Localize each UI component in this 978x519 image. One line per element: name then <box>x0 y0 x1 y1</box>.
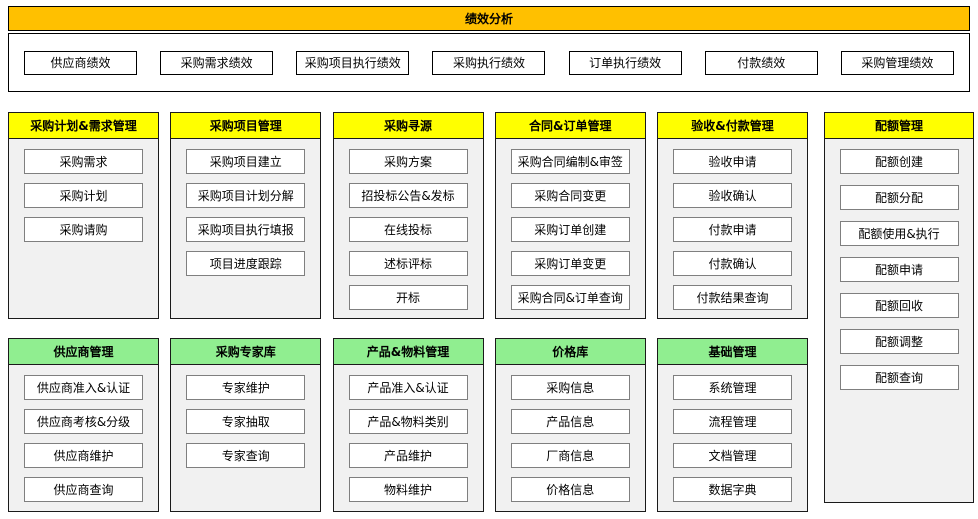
module-item-box: 物料维护 <box>348 477 468 502</box>
panel-body: 采购需求 采购计划 采购请购 <box>9 139 158 318</box>
middle-panels-row: 采购计划&需求管理 采购需求 采购计划 采购请购 采购项目管理 采购 <box>8 112 808 319</box>
panel-body: 供应商准入&认证 供应商考核&分级 供应商维护 供应商查询 <box>9 365 158 511</box>
module-item-box: 采购订单变更 <box>510 251 630 276</box>
module-item-box: 付款结果查询 <box>673 285 792 310</box>
module-item-box: 采购合同变更 <box>510 183 630 208</box>
panel-header: 基础管理 <box>658 339 807 365</box>
performance-modules-container: 供应商绩效 采购需求绩效 采购项目执行绩效 采购执行绩效 订单执行绩效 付款绩效… <box>8 33 970 92</box>
module-item-box: 数据字典 <box>673 477 792 502</box>
module-item-box: 项目进度跟踪 <box>186 251 306 276</box>
module-item-box: 配额使用&执行 <box>839 221 959 246</box>
panel-body: 系统管理 流程管理 文档管理 数据字典 <box>658 365 807 511</box>
module-item-box: 配额申请 <box>839 257 959 282</box>
module-item-box: 配额创建 <box>839 149 959 174</box>
module-panel: 采购计划&需求管理 采购需求 采购计划 采购请购 <box>8 112 159 319</box>
module-item-box: 供应商维护 <box>24 443 143 468</box>
module-panel: 采购专家库 专家维护 专家抽取 专家查询 <box>170 338 322 512</box>
module-item-box: 供应商考核&分级 <box>24 409 143 434</box>
panel-header: 采购专家库 <box>171 339 321 365</box>
module-item-box: 采购项目计划分解 <box>186 183 306 208</box>
module-panel: 产品&物料管理 产品准入&认证 产品&物料类别 产品维护 物料维护 <box>332 338 484 512</box>
module-panel: 采购项目管理 采购项目建立 采购项目计划分解 采购项目执行填报 项目进度跟踪 <box>170 112 322 319</box>
module-item-box: 配额分配 <box>839 185 959 210</box>
panel-body: 采购方案 招投标公告&发标 在线投标 述标评标 开标 <box>334 139 483 318</box>
quota-management-panel: 配额管理 配额创建 配额分配 配额使用&执行 配额申请 配额回收 配额调整 配额… <box>824 112 974 503</box>
module-item-box: 专家维护 <box>186 375 306 400</box>
module-panel: 价格库 采购信息 产品信息 厂商信息 价格信息 <box>494 338 646 512</box>
module-item-box: 付款确认 <box>673 251 792 276</box>
panel-header: 采购寻源 <box>333 113 483 139</box>
module-item-box: 配额回收 <box>839 293 959 318</box>
module-panel: 合同&订单管理 采购合同编制&审签 采购合同变更 采购订单创建 采购订单变更 采… <box>494 112 646 319</box>
panel-body: 产品准入&认证 产品&物料类别 产品维护 物料维护 <box>334 365 483 511</box>
module-item-box: 在线投标 <box>348 217 468 242</box>
module-panel: 供应商管理 供应商准入&认证 供应商考核&分级 供应商维护 供应商查询 <box>8 338 159 512</box>
performance-module-box: 付款绩效 <box>704 50 818 75</box>
performance-module-box: 订单执行绩效 <box>568 50 682 75</box>
module-item-box: 产品&物料类别 <box>348 409 468 434</box>
module-item-box: 采购计划 <box>24 183 143 208</box>
panel-header: 供应商管理 <box>9 339 158 365</box>
module-item-box: 产品信息 <box>510 409 630 434</box>
module-item-box: 配额调整 <box>839 329 959 354</box>
module-panel: 基础管理 系统管理 流程管理 文档管理 数据字典 <box>657 338 808 512</box>
module-item-box: 系统管理 <box>673 375 792 400</box>
module-item-box: 采购需求 <box>24 149 143 174</box>
performance-module-box: 采购执行绩效 <box>432 50 546 75</box>
performance-module-box: 采购项目执行绩效 <box>296 50 410 75</box>
module-item-box: 文档管理 <box>673 443 792 468</box>
panel-header: 采购计划&需求管理 <box>9 113 158 139</box>
performance-module-box: 采购管理绩效 <box>840 50 954 75</box>
module-item-box: 付款申请 <box>673 217 792 242</box>
panel-body: 验收申请 验收确认 付款申请 付款确认 付款结果查询 <box>658 139 807 318</box>
module-item-box: 采购合同编制&审签 <box>510 149 630 174</box>
panel-header: 验收&付款管理 <box>658 113 807 139</box>
module-item-box: 产品准入&认证 <box>348 375 468 400</box>
module-item-box: 采购合同&订单查询 <box>510 285 630 310</box>
panel-body: 采购项目建立 采购项目计划分解 采购项目执行填报 项目进度跟踪 <box>171 139 320 318</box>
panel-body: 采购合同编制&审签 采购合同变更 采购订单创建 采购订单变更 采购合同&订单查询 <box>496 139 645 318</box>
module-item-box: 采购方案 <box>348 149 468 174</box>
module-item-box: 专家抽取 <box>186 409 306 434</box>
panel-header: 价格库 <box>495 339 645 365</box>
module-item-box: 配额查询 <box>839 365 959 390</box>
module-item-box: 招投标公告&发标 <box>348 183 468 208</box>
performance-module-box: 采购需求绩效 <box>160 50 274 75</box>
panel-header: 采购项目管理 <box>171 113 321 139</box>
module-item-box: 供应商查询 <box>24 477 143 502</box>
bottom-panels-row: 供应商管理 供应商准入&认证 供应商考核&分级 供应商维护 供应商查询 采购专家… <box>8 338 808 512</box>
module-item-box: 验收确认 <box>673 183 792 208</box>
panel-header: 配额管理 <box>825 113 973 139</box>
module-item-box: 供应商准入&认证 <box>24 375 143 400</box>
module-item-box: 专家查询 <box>186 443 306 468</box>
module-item-box: 采购信息 <box>510 375 630 400</box>
performance-analysis-banner: 绩效分析 <box>8 6 970 31</box>
module-item-box: 验收申请 <box>673 149 792 174</box>
module-panel: 验收&付款管理 验收申请 验收确认 付款申请 付款确认 付款结果查询 <box>657 112 808 319</box>
panel-body: 专家维护 专家抽取 专家查询 <box>171 365 320 511</box>
module-item-box: 述标评标 <box>348 251 468 276</box>
module-item-box: 产品维护 <box>348 443 468 468</box>
module-item-box: 采购请购 <box>24 217 143 242</box>
module-panel: 采购寻源 采购方案 招投标公告&发标 在线投标 述标评标 开标 <box>332 112 484 319</box>
panel-body: 配额创建 配额分配 配额使用&执行 配额申请 配额回收 配额调整 配额查询 <box>825 139 973 502</box>
performance-module-box: 供应商绩效 <box>24 50 137 75</box>
module-item-box: 价格信息 <box>510 477 630 502</box>
module-item-box: 采购订单创建 <box>510 217 630 242</box>
module-item-box: 流程管理 <box>673 409 792 434</box>
module-item-box: 开标 <box>348 285 468 310</box>
panel-header: 产品&物料管理 <box>333 339 483 365</box>
module-item-box: 采购项目执行填报 <box>186 217 306 242</box>
panel-body: 采购信息 产品信息 厂商信息 价格信息 <box>496 365 645 511</box>
module-item-box: 采购项目建立 <box>186 149 306 174</box>
panel-header: 合同&订单管理 <box>495 113 645 139</box>
module-item-box: 厂商信息 <box>510 443 630 468</box>
